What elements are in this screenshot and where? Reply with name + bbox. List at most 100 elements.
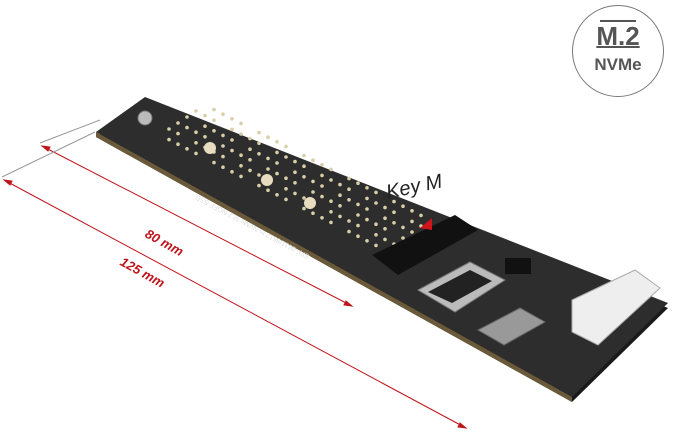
solder-pad: [347, 219, 351, 223]
solder-pad: [347, 187, 351, 191]
badge-m2-label: M.2: [596, 21, 640, 51]
usb-c-port: [476, 307, 547, 346]
solder-pad: [329, 167, 333, 172]
solder-pad: [365, 207, 369, 211]
solder-pad: [284, 144, 288, 149]
solder-pad: [329, 178, 333, 182]
solder-pad: [392, 210, 396, 214]
solder-pad: [329, 210, 333, 214]
solder-pad: [302, 175, 306, 179]
solder-pad: [203, 113, 207, 118]
solder-pad: [185, 147, 189, 151]
solder-pad: [329, 199, 333, 203]
solder-pad: [374, 201, 378, 205]
power-connector: [571, 269, 661, 346]
solder-pad: [167, 137, 171, 142]
solder-pad: [347, 198, 351, 202]
solder-pad: [293, 159, 297, 164]
solder-pad: [311, 179, 315, 184]
solder-pad: [320, 173, 324, 178]
solder-pad: [221, 154, 225, 159]
solder-pad: [401, 236, 405, 240]
solder-pad: [320, 216, 324, 220]
solder-pad: [212, 118, 216, 122]
solder-pad: [176, 131, 180, 136]
solder-pad: [356, 202, 360, 207]
solder-pad: [392, 221, 396, 225]
solder-pad: [194, 141, 198, 145]
dimension-lines: [1, 119, 468, 429]
solder-pad: [212, 160, 216, 165]
solder-pad: [302, 206, 306, 211]
solder-pad: [284, 176, 288, 180]
solder-pad: [248, 158, 252, 162]
solder-pad: [221, 133, 225, 138]
solder-pad: [365, 196, 369, 201]
solder-pad: [320, 163, 324, 167]
solder-pad: [383, 237, 387, 242]
solder-pad: [185, 125, 189, 130]
solder-pad: [239, 153, 243, 157]
solder-pad: [257, 173, 261, 177]
solder-pad: [203, 124, 207, 128]
badge-nvme-label: NVMe: [594, 55, 642, 74]
solder-pad: [212, 129, 216, 133]
solder-pad: [356, 223, 360, 228]
solder-pad: [248, 136, 252, 141]
solder-pad: [266, 188, 270, 192]
solder-pad: [230, 127, 234, 132]
solder-pad: [383, 216, 387, 220]
solder-pad: [356, 181, 360, 185]
solder-pad: [338, 214, 342, 219]
solder-pad: [248, 147, 252, 151]
solder-pad: [167, 127, 171, 131]
solder-pad: [356, 213, 360, 217]
solder-pad: [284, 155, 288, 159]
solder-pad: [293, 181, 297, 185]
solder-pad: [275, 193, 279, 197]
solder-pad: [383, 205, 387, 210]
badge-overline: [600, 20, 636, 22]
solder-pad: [266, 167, 270, 171]
solder-pad: [266, 156, 270, 161]
solder-pad: [320, 184, 324, 188]
solder-pad: [239, 164, 243, 168]
solder-pad: [365, 217, 369, 222]
solder-pad: [356, 234, 360, 238]
solder-pad: [410, 209, 414, 213]
solder-pad: [275, 171, 279, 176]
solder-pad: [302, 164, 306, 168]
solder-pad: [365, 239, 369, 243]
solder-pad: [257, 141, 261, 145]
solder-pad: [275, 150, 279, 155]
solder-pad: [311, 211, 315, 215]
solder-pad: [275, 140, 279, 144]
ssd-adapter-board: [96, 97, 668, 402]
solder-pad: [239, 121, 243, 126]
solder-pad: [374, 190, 378, 195]
solder-pad: [293, 191, 297, 196]
solder-pad: [230, 148, 234, 153]
solder-pad: [383, 227, 387, 231]
m2-slot-connector: [372, 215, 478, 275]
solder-pad: [212, 107, 216, 112]
solder-pad: [311, 190, 315, 194]
solder-pad: [248, 168, 252, 173]
solder-pad: [329, 220, 333, 225]
solder-pad: [221, 144, 225, 148]
solder-pad: [284, 187, 288, 191]
solder-pad: [176, 142, 180, 146]
solder-pad: [392, 199, 396, 204]
solder-pad: [230, 117, 234, 121]
solder-pad: [374, 243, 378, 248]
solder-pad: [320, 194, 324, 199]
solder-pad: [257, 152, 261, 156]
solder-pad: [230, 138, 234, 142]
solder-pad: [185, 115, 189, 119]
solder-pad: [365, 186, 369, 190]
solder-pad: [311, 158, 315, 162]
solder-pad: [239, 132, 243, 136]
m2-nvme-badge: M.2 NVMe: [572, 5, 664, 97]
solder-pad: [338, 193, 342, 197]
